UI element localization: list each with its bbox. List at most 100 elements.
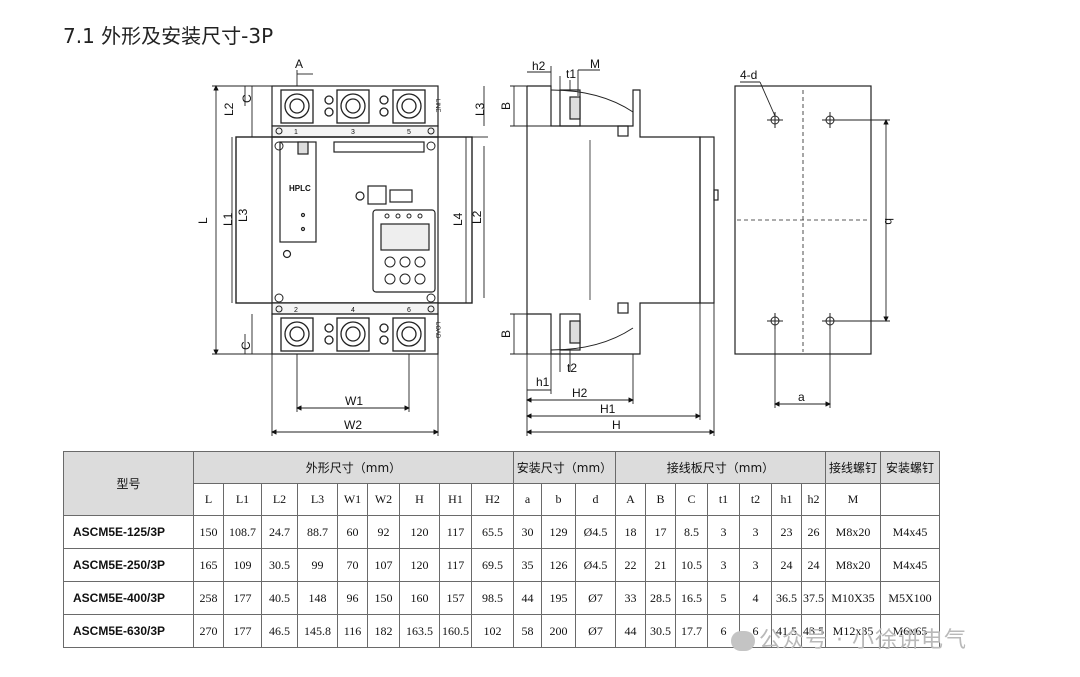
table-cell: 35	[513, 548, 542, 582]
dim-B-bottom-label: B	[499, 330, 513, 338]
watermark-text: 公众号 · 小徐讲电气	[759, 628, 967, 653]
subheader-cell: W1	[337, 483, 368, 516]
subheader-cell: t1	[707, 483, 740, 516]
table-cell: 182	[367, 614, 400, 648]
dim-L4-label: L4	[451, 212, 465, 226]
table-cell: 129	[541, 515, 576, 549]
table-cell: M5X100	[880, 581, 940, 615]
table-cell: 120	[399, 515, 440, 549]
side-view	[510, 66, 719, 436]
subheader-cell: M	[825, 483, 881, 516]
table-cell: 60	[337, 515, 368, 549]
table-cell: 177	[223, 581, 262, 615]
subheader-cell: H2	[471, 483, 514, 516]
wechat-logo-icon	[731, 631, 755, 651]
table-cell: 98.5	[471, 581, 514, 615]
spec-table: 型号 外形尺寸（mm） 安装尺寸（mm） 接线板尺寸（mm） 接线螺钉 安装螺钉…	[63, 451, 940, 648]
table-cell: 69.5	[471, 548, 514, 582]
table-cell: 120	[399, 548, 440, 582]
table-cell: 160	[399, 581, 440, 615]
table-cell: 24	[801, 548, 826, 582]
dim-C-bottom-label: C	[239, 341, 253, 350]
dim-A-label: A	[295, 57, 303, 71]
header-mount-dims: 安装尺寸（mm）	[513, 451, 616, 484]
table-cell: 117	[439, 548, 472, 582]
table-cell: M6x65	[880, 614, 940, 648]
dim-t1-label: t1	[566, 67, 576, 81]
table-cell: 17	[645, 515, 676, 549]
table-cell: 30.5	[645, 614, 676, 648]
table-cell: 65.5	[471, 515, 514, 549]
dim-t2-label: t2	[567, 361, 577, 375]
terminal-6-label: 6	[407, 307, 411, 314]
dim-W1-label: W1	[345, 394, 363, 408]
subheader-cell: C	[675, 483, 708, 516]
subheader-cell: t2	[739, 483, 772, 516]
table-cell: 107	[367, 548, 400, 582]
table-cell: 43.5	[801, 614, 826, 648]
subheader-cell: L2	[261, 483, 298, 516]
table-cell: 92	[367, 515, 400, 549]
header-model: 型号	[63, 451, 194, 516]
table-cell: 30.5	[261, 548, 298, 582]
table-cell: 28.5	[645, 581, 676, 615]
table-cell: 58	[513, 614, 542, 648]
mount-view	[734, 81, 890, 408]
table-cell: 99	[297, 548, 338, 582]
table-cell: 4	[739, 581, 772, 615]
dim-L2-right-label: L2	[470, 210, 484, 224]
terminal-1-label: 1	[294, 129, 298, 136]
table-cell: 88.7	[297, 515, 338, 549]
terminal-4-label: 4	[351, 307, 355, 314]
table-cell: 148	[297, 581, 338, 615]
table-cell: 24	[771, 548, 802, 582]
dimension-drawing: A C L2 L L1 L3 C L3 L4 L2 W1 W2 HPLC LIN…	[196, 57, 896, 436]
dim-H1-label: H1	[600, 402, 616, 416]
table-cell: 37.5	[801, 581, 826, 615]
model-cell: ASCM5E-250/3P	[63, 548, 194, 582]
header-wiring-screw: 接线螺钉	[825, 451, 881, 484]
page-title: 7.1 外形及安装尺寸-3P	[63, 24, 274, 48]
table-cell: M4x45	[880, 548, 940, 582]
terminal-5-label: 5	[407, 129, 411, 136]
subheader-cell: b	[541, 483, 576, 516]
load-label: LOAD	[434, 322, 440, 339]
table-cell: 177	[223, 614, 262, 648]
table-cell: 96	[337, 581, 368, 615]
dim-4d-label: 4-d	[740, 68, 757, 82]
mount-view-labels: 4-d b a	[740, 68, 896, 404]
table-cell: 70	[337, 548, 368, 582]
table-cell: 44	[615, 614, 646, 648]
dim-L3-right-label: L3	[473, 102, 487, 116]
dim-H-label: H	[612, 418, 621, 432]
table-cell: 30	[513, 515, 542, 549]
table-cell: M10X35	[825, 581, 881, 615]
table-cell: 36.5	[771, 581, 802, 615]
table-cell: 3	[739, 515, 772, 549]
table-cell: 17.7	[675, 614, 708, 648]
subheader-cell: h1	[771, 483, 802, 516]
dim-M-label: M	[590, 57, 600, 71]
subheader-cell: d	[575, 483, 616, 516]
table-cell: M8x20	[825, 548, 881, 582]
table-group-header: 型号 外形尺寸（mm） 安装尺寸（mm） 接线板尺寸（mm） 接线螺钉 安装螺钉	[63, 451, 940, 516]
table-cell: 41.5	[771, 614, 802, 648]
table-cell: 26	[801, 515, 826, 549]
terminal-3-label: 3	[351, 129, 355, 136]
table-cell: M8x20	[825, 515, 881, 549]
table-cell: 3	[739, 548, 772, 582]
subheader-cell	[880, 483, 940, 516]
model-cell: ASCM5E-125/3P	[63, 515, 194, 549]
table-cell: 150	[193, 515, 224, 549]
table-cell: 150	[367, 581, 400, 615]
table-cell: Ø7	[575, 581, 616, 615]
table-cell: 116	[337, 614, 368, 648]
table-cell: 126	[541, 548, 576, 582]
table-cell: 46.5	[261, 614, 298, 648]
dim-L1-label: L1	[221, 212, 235, 226]
table-cell: 24.7	[261, 515, 298, 549]
